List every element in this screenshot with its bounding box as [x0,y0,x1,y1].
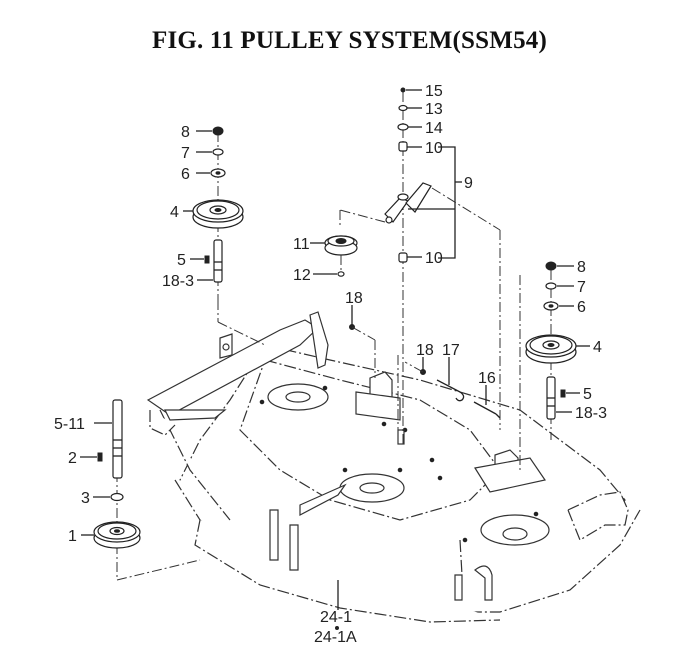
callout-13: 13 [425,101,443,118]
figure-title: FIG. 11 PULLEY SYSTEM(SSM54) [151,27,547,54]
part-5-key-right [560,389,566,398]
part-12-bolt [337,271,345,277]
callout-9: 9 [464,175,473,192]
callout-10-top: 10 [425,140,443,157]
callout-18-3-left: 18-3 [162,273,194,290]
part-18-3-spindle-right [546,376,556,420]
part-13-washer [398,104,408,112]
callout-5-left: 5 [177,252,186,269]
callout-2: 2 [68,450,77,467]
lower-left-pulley-stack [80,399,201,581]
part-15-pin [400,87,406,93]
callout-labels: 15 13 14 10 9 10 11 12 8 7 6 4 5 18-3 8 … [54,83,607,646]
part-8-nut-right [545,261,557,271]
callout-10-bottom: 10 [425,250,443,267]
part-4-pulley-right [525,334,577,364]
part-3-washer [110,492,124,502]
callout-24-1: 24-1 [320,609,352,626]
part-1-pulley [93,521,141,549]
idler-arm-assembly [339,87,501,445]
callout-3: 3 [81,490,90,507]
callout-5-right: 5 [583,386,592,403]
callout-4-right: 4 [593,339,602,356]
callout-1: 1 [68,528,77,545]
callout-5-11: 5-11 [54,416,85,433]
idler-pulley-group [310,235,358,277]
part-5-key-left [204,255,210,264]
left-pulley-stack [183,126,266,346]
part-4-pulley-left [192,199,244,229]
part-2-key [97,452,103,462]
callout-17: 17 [442,342,460,359]
callout-24-1a: 24-1A [314,629,357,646]
callout-8-right: 8 [577,259,586,276]
part-7-washer-left [212,148,224,156]
callout-16: 16 [478,370,496,387]
part-7-washer-right [545,282,557,290]
part-10-bushing-top [398,141,408,152]
part-16-spring [473,385,501,419]
callout-11: 11 [293,236,310,253]
callout-7-left: 7 [181,145,190,162]
callout-6-left: 6 [181,166,190,183]
mower-deck [146,311,641,623]
part-17-spring [436,357,465,402]
part-10-bushing-bottom [398,252,408,263]
part-18-3-spindle-left [213,239,223,283]
callout-8-left: 8 [181,124,190,141]
callout-6-right: 6 [577,299,586,316]
callout-14: 14 [425,120,443,137]
callout-18-3-right: 18-3 [575,405,607,422]
spring-group [349,305,501,430]
part-5-11-spindle-shaft [112,399,123,479]
callout-15: 15 [425,83,443,100]
right-pulley-stack [519,261,590,470]
callout-18-a: 18 [345,290,363,307]
callout-7-right: 7 [577,279,586,296]
callout-12: 12 [293,267,311,284]
part-8-nut-left [212,126,224,136]
callout-4-left: 4 [170,204,179,221]
part-14-washer [397,123,409,131]
callout-18-b: 18 [416,342,434,359]
